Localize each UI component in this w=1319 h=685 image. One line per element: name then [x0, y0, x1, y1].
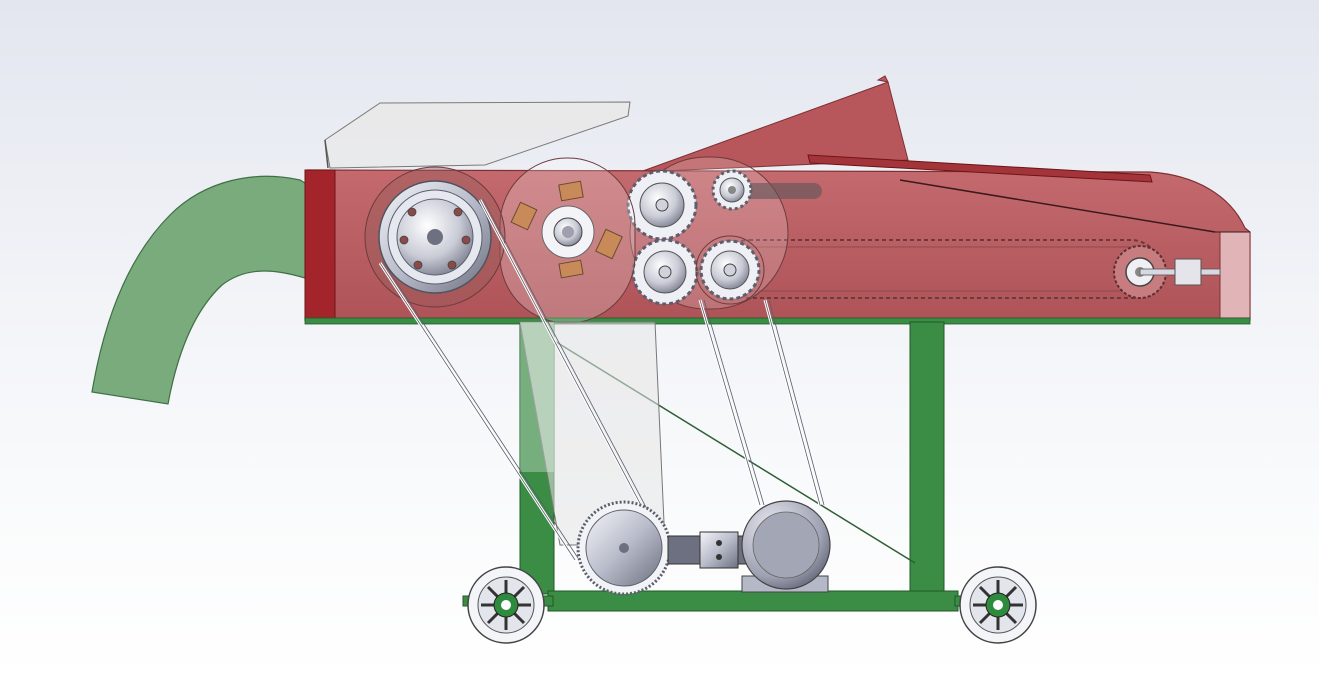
cutter-head — [510, 180, 623, 279]
main-housing — [304, 154, 1251, 325]
electric-motor — [741, 500, 831, 593]
gear-lower-left — [631, 238, 699, 306]
lower-pulley — [576, 500, 672, 596]
left-wheel — [467, 566, 545, 644]
front-sprocket — [1113, 245, 1221, 299]
right-wheel — [959, 566, 1037, 644]
lower-belt-guard — [519, 321, 666, 546]
gear-upper-right — [711, 169, 753, 211]
feed-tray — [639, 75, 909, 173]
feed-hopper — [324, 101, 631, 169]
main-pulley — [364, 166, 506, 308]
shaft-coupling — [667, 531, 747, 569]
gear-upper-left — [626, 169, 698, 241]
gear-lower-right — [695, 235, 765, 305]
